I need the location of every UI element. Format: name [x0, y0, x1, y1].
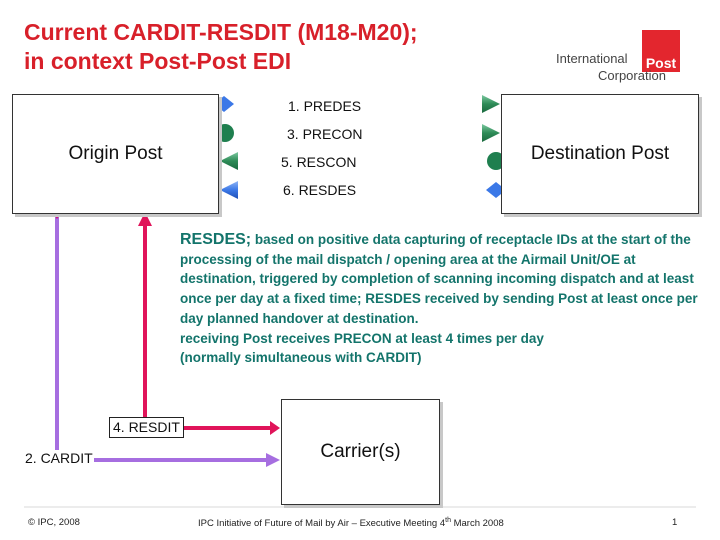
footer-meeting-text: IPC Initiative of Future of Mail by Air …	[198, 518, 446, 530]
slide-title: Current CARDIT-RESDIT (M18-M20); in cont…	[24, 18, 418, 76]
footer-page-number: 1	[672, 517, 678, 528]
resdes-heading: RESDES;	[180, 231, 252, 248]
predes-label: 1. PREDES	[287, 98, 363, 115]
footer-meeting-sup: th	[445, 517, 451, 524]
resdes-arrow	[220, 181, 506, 199]
resdes-label: 6. RESDES	[282, 182, 358, 199]
precon-label: 3. PRECON	[286, 126, 364, 143]
resdes-description: RESDES; based on positive data capturing…	[180, 230, 700, 368]
rescon-arrow	[220, 152, 505, 170]
origin-post-box: Origin Post	[12, 94, 219, 214]
footer-meeting-info: IPC Initiative of Future of Mail by Air …	[198, 517, 504, 529]
title-line-1: Current CARDIT-RESDIT (M18-M20);	[24, 19, 418, 45]
resdit-label: 4. RESDIT	[109, 417, 184, 438]
destination-post-box: Destination Post	[501, 94, 699, 214]
rescon-label: 5. RESCON	[280, 154, 358, 171]
logo-word-corporation: Corporation	[598, 68, 666, 83]
footer-copyright: © IPC, 2008	[28, 517, 80, 528]
cardit-label: 2. CARDIT	[24, 450, 94, 467]
logo-post-box: Post	[642, 30, 680, 72]
precon-note-line-1: receiving Post receives PRECON at least …	[180, 330, 544, 346]
carriers-label: Carrier(s)	[320, 441, 401, 462]
destination-post-label: Destination Post	[530, 143, 670, 164]
logo-word-international: International	[556, 51, 628, 66]
resdes-paragraph: RESDES; based on positive data capturing…	[180, 230, 700, 329]
origin-post-label: Origin Post	[68, 143, 163, 164]
ipc-logo: International Post Corporation	[556, 30, 682, 86]
title-line-2: in context Post-Post EDI	[24, 48, 292, 74]
footer-meeting-date: March 2008	[450, 518, 504, 530]
precon-note-line-2: (normally simultaneous with CARDIT)	[180, 350, 422, 366]
carriers-box: Carrier(s)	[281, 399, 440, 505]
resdes-body: based on positive data capturing of rece…	[180, 232, 698, 326]
